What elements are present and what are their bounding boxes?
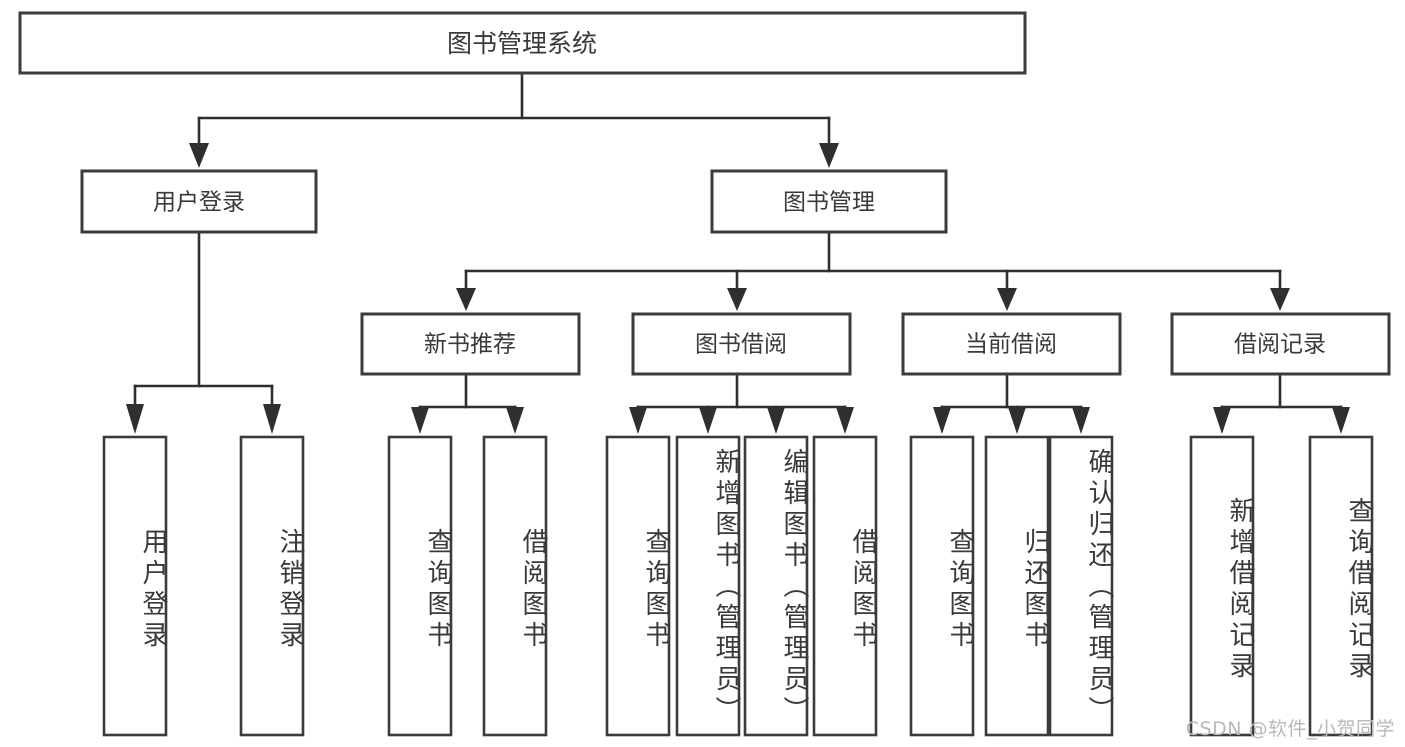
arrowhead-borrow-record (1270, 288, 1290, 311)
node-root-box[interactable] (18, 11, 1027, 75)
node-layer: 图书管理系统 用户登录 图书管理 新书推荐 图书借阅 当前 (18, 11, 1391, 737)
node-leaf-br-query-box[interactable] (1308, 435, 1374, 737)
node-book-borrow-box[interactable] (631, 312, 852, 376)
arrowhead-layer (126, 143, 1350, 434)
arrowhead-leaf-user-login (126, 404, 144, 434)
arrowhead-user-login (189, 143, 209, 168)
node-book-manage-label: 图书管理 (783, 190, 875, 216)
node-borrow-record[interactable]: 借阅记录 (1170, 312, 1391, 376)
node-book-manage[interactable]: 图书管理 (710, 169, 948, 234)
node-leaf-rec-borrow-box[interactable] (482, 435, 548, 737)
arrowhead-leaf-cb-confirm (1072, 407, 1090, 434)
node-leaf-cb-return-box[interactable] (984, 435, 1050, 737)
arrowhead-new-book-rec (456, 288, 476, 311)
arrowhead-leaf-bb-edit (767, 407, 785, 434)
node-leaf-user-login-box[interactable] (102, 435, 168, 737)
node-leaf-cb-confirm-box[interactable] (1048, 435, 1114, 737)
arrowhead-leaf-bb-query (629, 407, 647, 434)
node-current-borrow[interactable]: 当前借阅 (901, 312, 1122, 376)
node-new-book-rec[interactable]: 新书推荐 (360, 312, 581, 376)
arrowhead-leaf-cb-query (933, 407, 951, 434)
node-leaf-br-add-box[interactable] (1189, 435, 1255, 737)
node-user-login[interactable]: 用户登录 (80, 169, 318, 234)
arrowhead-current-borrow (997, 288, 1017, 311)
arrowhead-leaf-br-query (1332, 407, 1350, 434)
arrowhead-book-borrow (727, 288, 747, 311)
node-leaf-rec-query-box[interactable] (387, 435, 453, 737)
node-book-borrow-label: 图书借阅 (695, 332, 787, 358)
node-borrow-record-label: 借阅记录 (1234, 332, 1326, 358)
csdn-watermark: CSDN @软件_小贺同学 (1185, 718, 1395, 740)
arrowhead-leaf-br-add (1213, 407, 1231, 434)
node-book-borrow[interactable]: 图书借阅 (631, 312, 852, 376)
node-user-login-label: 用户登录 (153, 190, 245, 216)
arrowhead-leaf-bb-add (699, 407, 717, 434)
node-borrow-record-box[interactable] (1170, 312, 1391, 376)
arrowhead-leaf-cb-return (1008, 407, 1026, 434)
node-leaf-cb-query-box[interactable] (909, 435, 975, 737)
node-new-book-rec-label: 新书推荐 (424, 332, 516, 358)
node-current-borrow-label: 当前借阅 (965, 332, 1057, 358)
node-root-label: 图书管理系统 (447, 29, 597, 58)
arrowhead-book-manage (819, 143, 839, 168)
node-user-login-box[interactable] (80, 169, 318, 234)
node-new-book-rec-box[interactable] (360, 312, 581, 376)
arrowhead-leaf-rec-query (411, 407, 429, 434)
arrowhead-leaf-user-logout (263, 404, 281, 434)
node-leaf-bb-borrow-box[interactable] (812, 435, 878, 737)
node-root[interactable]: 图书管理系统 (18, 11, 1027, 75)
node-leaf-bb-add-box[interactable] (675, 435, 741, 737)
node-leaf-bb-edit-box[interactable] (743, 435, 809, 737)
node-leaf-bb-query-box[interactable] (605, 435, 671, 737)
arrowhead-leaf-rec-borrow (506, 407, 524, 434)
node-current-borrow-box[interactable] (901, 312, 1122, 376)
node-book-manage-box[interactable] (710, 169, 948, 234)
node-leaf-user-logout-box[interactable] (239, 435, 305, 737)
arrowhead-leaf-bb-borrow (836, 407, 854, 434)
